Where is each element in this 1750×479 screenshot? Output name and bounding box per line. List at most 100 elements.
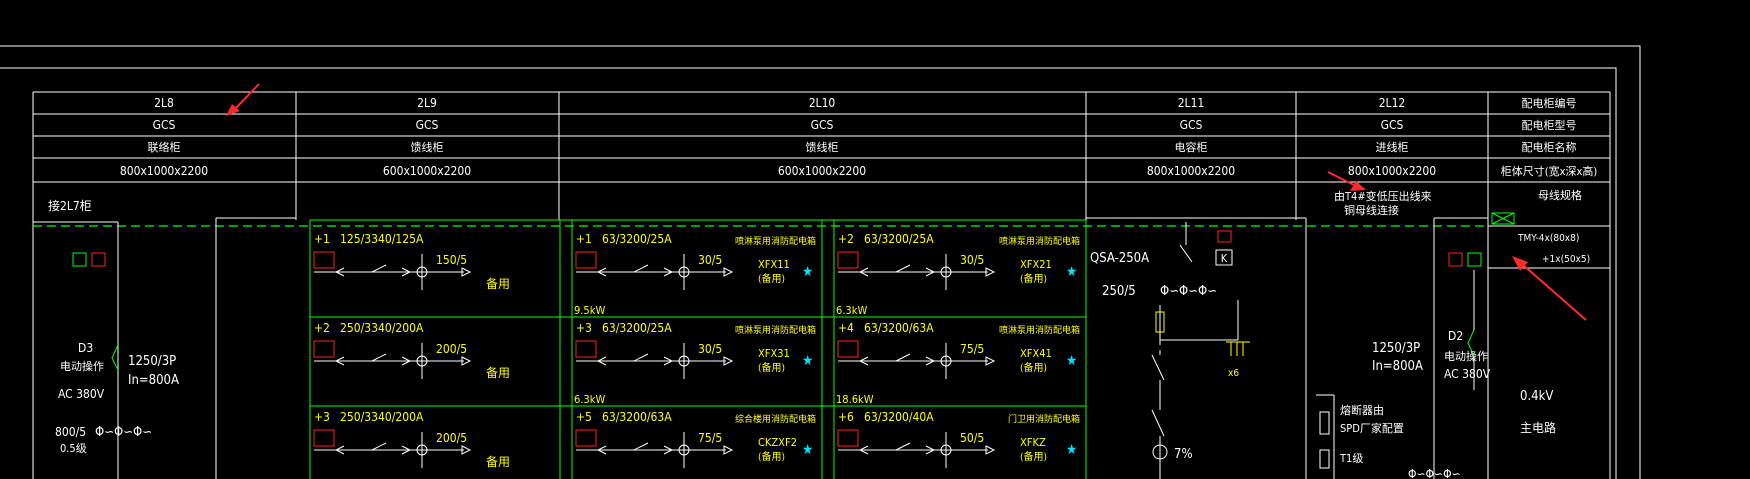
circuit-2l10-1-power: 9.5kW [574,304,605,317]
circuit-2l10-1-id: XFX11 [758,258,790,271]
2l12-operation: 电动操作 [1444,349,1488,363]
circuit-2l10-3-id: XFX31 [758,347,790,360]
2l8-operation: 电动操作 [60,359,104,373]
col-2l10-size: 600x1000x2200 [778,164,866,178]
connector-icon [858,356,869,366]
connector-icon [334,356,345,366]
connector-icon [334,267,345,277]
circuit-2l10-1-breaker: 63/3200/25A [602,232,672,246]
indicator-red-icon [837,340,859,358]
2l12-t1: T1级 [1339,452,1363,465]
indicator-red-icon [1448,252,1463,267]
indicator-red-icon [313,429,335,447]
note-to-2l7: 接2L7柜 [48,198,92,213]
circuit-2l10-1-ct: 30/5 [698,253,722,267]
circuit-2l10-2-breaker: 63/3200/25A [864,232,934,246]
circuit-2l10-2-no: +2 [838,232,854,246]
circuit-2l9-1-purpose: 备用 [486,277,510,291]
col-2l8-model: GCS [153,118,176,132]
circuit-2l10-5-no: +5 [576,410,592,424]
circuit-2l10-5-spare: (备用) [758,450,785,463]
col-2l9-name: 馈线柜 [411,140,444,154]
section-2l12: 1250/3P In=800A D2 电动操作 AC 380V 熔断器由 SPD… [1316,217,1491,479]
circuit-2l10-6-breaker: 63/3200/40A [864,410,934,424]
switch-icon [371,353,387,362]
switch-icon [895,353,911,362]
indicator-red-icon [575,251,597,269]
circuit-2l10-3-desc: 喷淋泵用消防配电箱 [735,324,816,336]
circuit-2l10-2-id: XFX21 [1020,258,1052,271]
col-2l8-name: 联络柜 [148,140,181,154]
circuit-2l10-4-id: XFX41 [1020,347,1052,360]
circuit-2l10-4-ct: 75/5 [960,342,984,356]
note-busway: 铜母线连接 [1344,203,1399,217]
2l12-in-rating: In=800A [1372,359,1423,374]
reactor-icon [1152,444,1168,460]
connector-icon [858,267,869,277]
connector-icon [334,445,345,455]
connector-icon [596,267,607,277]
star-icon: ★ [1066,442,1077,458]
fuse-icon [1155,311,1165,333]
circuit-2l9-2-ct: 200/5 [436,342,467,356]
col-2l9-size: 600x1000x2200 [383,164,471,178]
col-2l8-number: 2L8 [154,96,174,110]
row-label-model: 配电柜型号 [1522,118,1577,132]
circuit-2l10-6-spare: (备用) [1020,450,1047,463]
circuit-2l10-5-ct: 75/5 [698,431,722,445]
circuit-2l10-4-desc: 喷淋泵用消防配电箱 [999,324,1080,336]
circuit-2l10-4-no: +4 [838,321,854,335]
col-2l9-model: GCS [416,118,439,132]
red-arrow-icon [235,83,260,109]
note-from-t4: 由T4#变低压出线来 [1334,189,1432,203]
star-icon: ★ [802,264,813,280]
col-2l11-model: GCS [1180,118,1203,132]
indicator-red-icon [837,429,859,447]
circuit-2l9-3-purpose: 备用 [486,455,510,469]
circuit-2l10-6-desc: 门卫用消防配电箱 [1008,413,1080,425]
fuse-icon [1319,411,1330,435]
col-2l12-name: 进线柜 [1376,140,1409,154]
section-2l11: QSA-250A 250/5 Φ∽Φ∽Φ∽ K x6 7% [1086,217,1307,479]
circuit-2l10-3-breaker: 63/3200/25A [602,321,672,335]
2l12-voltage: AC 380V [1444,367,1491,381]
row-label-name: 配电柜名称 [1522,140,1577,154]
col-2l10-number: 2L10 [809,96,836,110]
circuit-2l10-2-spare: (备用) [1020,272,1047,285]
2l12-device: D2 [1448,329,1463,343]
row-label-number: 配电柜编号 [1522,96,1577,110]
annotation-arrows [226,83,1587,321]
red-arrow-icon [1521,263,1587,321]
switch-icon [895,442,911,451]
star-icon: ★ [802,442,813,458]
connector-icon [596,356,607,366]
col-2l11-size: 800x1000x2200 [1147,164,1235,178]
indicator-red-icon [91,252,106,267]
header-texts: 2L8 GCS 联络柜 800x1000x2200 2L9 GCS 馈线柜 60… [120,96,1598,202]
spd-icon [1319,449,1330,469]
circuit-2l9-1-no: +1 [314,232,330,246]
2l11-ct: 250/5 [1102,284,1136,299]
ct-symbol-icon: Φ∽Φ∽Φ∽ [1408,467,1461,479]
ct-symbol-icon: Φ∽Φ∽Φ∽ [1160,284,1217,299]
2l8-device: D3 [78,341,93,355]
circuit-2l10-3-no: +3 [576,321,592,335]
ct-symbol-icon: Φ∽Φ∽Φ∽ [95,425,152,440]
busbar-spec-line2: +1x(50x5) [1542,254,1590,265]
circuit-2l10-4-spare: (备用) [1020,361,1047,374]
circuit-2l10-3-ct: 30/5 [698,342,722,356]
switch-icon [371,264,387,273]
main-voltage: 0.4kV [1520,389,1553,404]
circuit-2l10-6-ct: 50/5 [960,431,984,445]
circuit-2l9-2-breaker: 250/3340/200A [340,321,424,335]
col-2l10-model: GCS [811,118,834,132]
right-column: TMY-4x(80x8) +1x(50x5) 0.4kV 主电路 [1488,212,1610,435]
circuit-2l10-6-no: +6 [838,410,854,424]
indicator-red-icon [313,251,335,269]
